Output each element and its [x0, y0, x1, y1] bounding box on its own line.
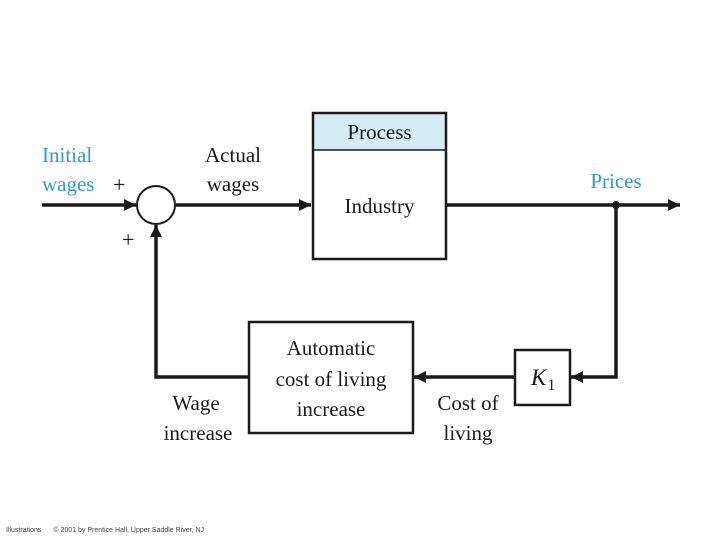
- feedback-plus-sign: +: [122, 227, 134, 252]
- initial-wages-label-line-2: wages: [42, 172, 94, 196]
- price-feedback-arrow: [571, 205, 618, 383]
- actual-wages-label-line-2: wages: [207, 172, 259, 196]
- input-plus-sign: +: [113, 172, 125, 197]
- actual-wages-label-line-1: Actual: [205, 143, 261, 167]
- process-header-label: Process: [347, 120, 411, 144]
- gain-label: K1: [530, 365, 555, 394]
- wage-increase-label-line-2: increase: [164, 421, 233, 445]
- automatic-block-line-2: cost of living: [276, 367, 387, 391]
- gain-symbol: K: [530, 365, 548, 390]
- footer-copyright: © 2001 by Prentice Hall, Upper Saddle Ri…: [53, 527, 205, 534]
- copyright-footer: Illustrations © 2001 by Prentice Hall, U…: [6, 527, 214, 534]
- gain-block: [513, 348, 572, 407]
- gain-subscript: 1: [547, 377, 555, 394]
- prices-label: Prices: [590, 169, 641, 193]
- wage-increase-arrow: [150, 225, 248, 379]
- cost-of-living-label-line-2: living: [443, 421, 493, 445]
- automatic-block-line-3: increase: [297, 397, 366, 421]
- automatic-cost-block: [247, 320, 415, 435]
- cost-of-living-label-line-1: Cost of: [437, 391, 498, 415]
- wage-increase-label-line-1: Wage: [172, 391, 219, 415]
- summing-junction: [136, 185, 176, 225]
- initial-wages-label-line-1: Initial: [42, 143, 92, 167]
- process-body-label: Industry: [345, 194, 415, 218]
- automatic-block-line-1: Automatic: [287, 336, 376, 360]
- process-header: [314, 114, 445, 150]
- footer-illustrations: Illustrations: [6, 527, 42, 534]
